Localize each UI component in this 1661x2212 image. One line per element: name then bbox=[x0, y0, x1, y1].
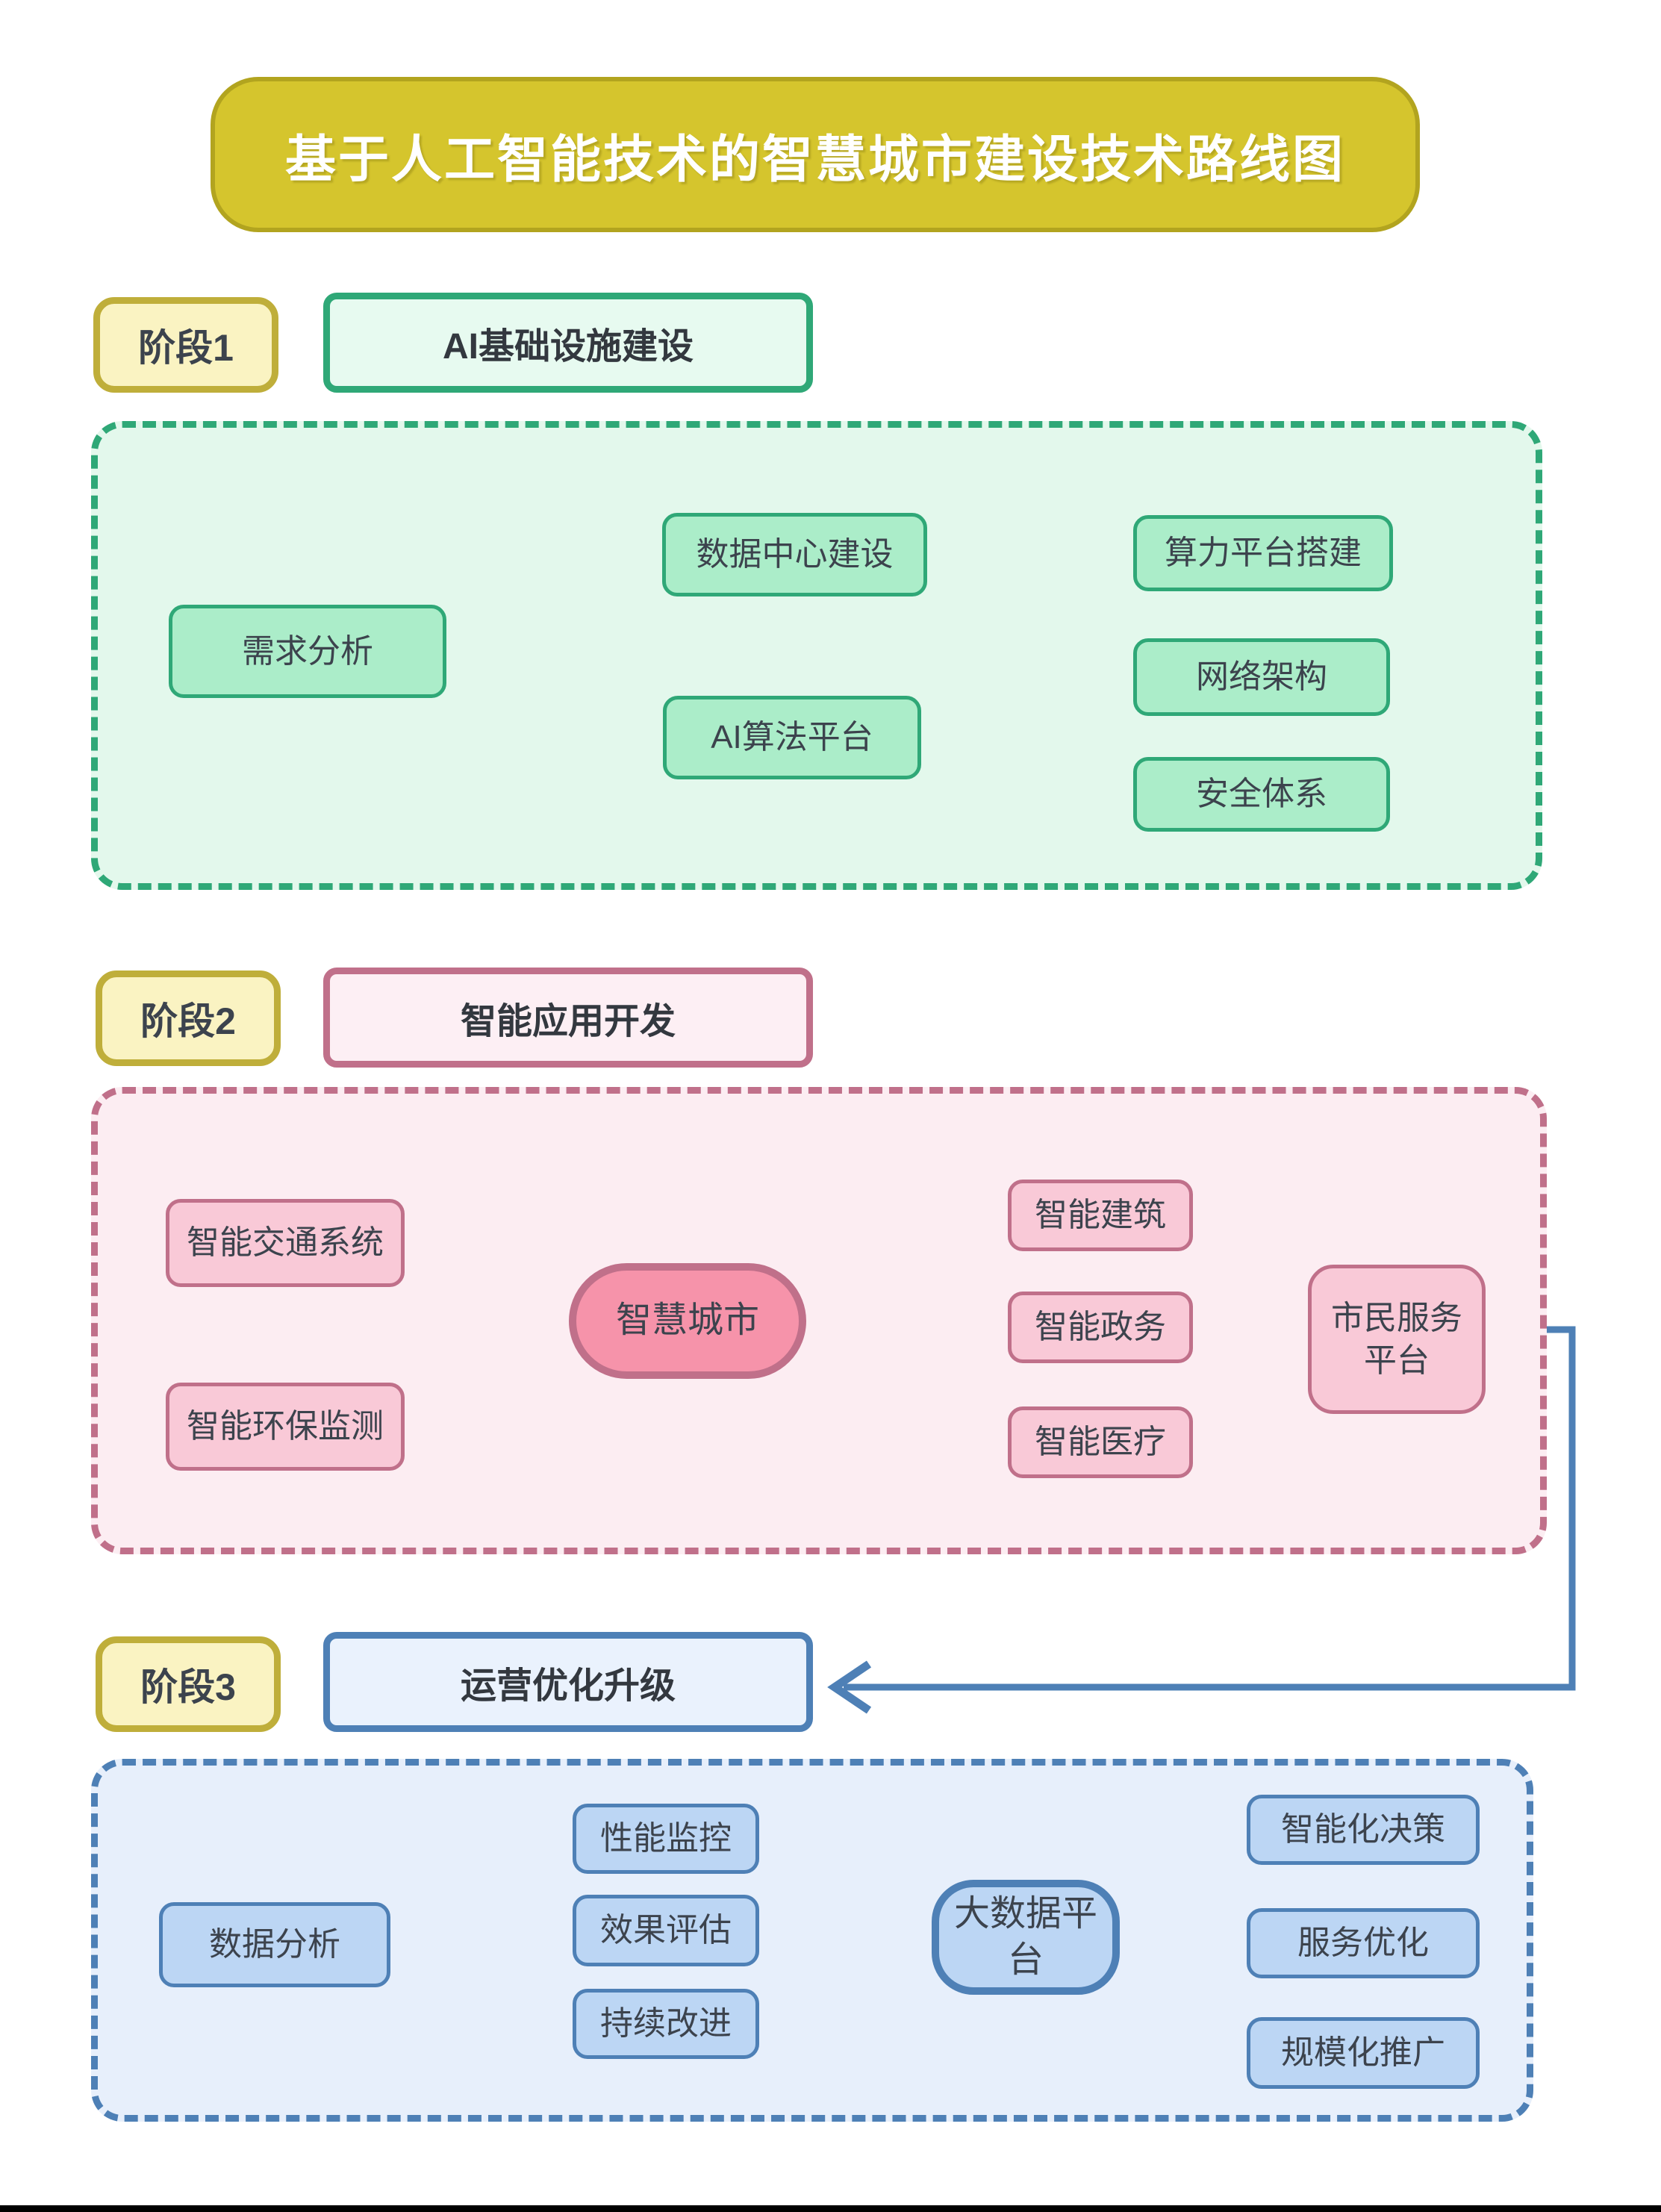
node-performance-monitoring: 性能监控 bbox=[573, 1804, 759, 1874]
node-data-center: 数据中心建设 bbox=[662, 513, 927, 596]
node-ai-algorithm-platform: AI算法平台 bbox=[663, 696, 921, 779]
node-intelligent-decision: 智能化决策 bbox=[1247, 1795, 1480, 1865]
node-security-system: 安全体系 bbox=[1133, 757, 1390, 832]
node-smart-government: 智能政务 bbox=[1008, 1292, 1193, 1363]
stage2-title: 智能应用开发 bbox=[323, 968, 813, 1068]
node-computing-platform: 算力平台搭建 bbox=[1133, 515, 1393, 591]
arrowhead-citizen-to-stage3 bbox=[827, 1660, 872, 1714]
stage1-badge: 阶段1 bbox=[93, 297, 278, 393]
stage2-container bbox=[91, 1087, 1547, 1554]
node-smart-traffic: 智能交通系统 bbox=[166, 1199, 405, 1287]
node-effect-evaluation: 效果评估 bbox=[573, 1895, 759, 1966]
node-smart-medical: 智能医疗 bbox=[1008, 1406, 1193, 1478]
node-smart-city: 智慧城市 bbox=[569, 1263, 806, 1379]
stage3-badge: 阶段3 bbox=[96, 1636, 281, 1732]
node-scale-promotion: 规模化推广 bbox=[1247, 2017, 1480, 2089]
node-citizen-service-platform: 市民服务平台 bbox=[1308, 1265, 1486, 1414]
bottom-edge-bar bbox=[0, 2205, 1661, 2212]
node-data-analysis: 数据分析 bbox=[159, 1902, 390, 1987]
node-big-data-platform: 大数据平台 bbox=[932, 1880, 1120, 1995]
node-continuous-improvement: 持续改进 bbox=[573, 1989, 759, 2059]
node-network-architecture: 网络架构 bbox=[1133, 638, 1390, 716]
stage1-title: AI基础设施建设 bbox=[323, 293, 813, 393]
node-requirement-analysis: 需求分析 bbox=[169, 605, 446, 698]
node-service-optimization: 服务优化 bbox=[1247, 1908, 1480, 1978]
stage2-badge: 阶段2 bbox=[96, 971, 281, 1066]
node-smart-environment: 智能环保监测 bbox=[166, 1383, 405, 1471]
stage3-title: 运营优化升级 bbox=[323, 1632, 813, 1732]
page-title: 基于人工智能技术的智慧城市建设技术路线图 bbox=[211, 77, 1420, 232]
node-smart-building: 智能建筑 bbox=[1008, 1180, 1193, 1251]
